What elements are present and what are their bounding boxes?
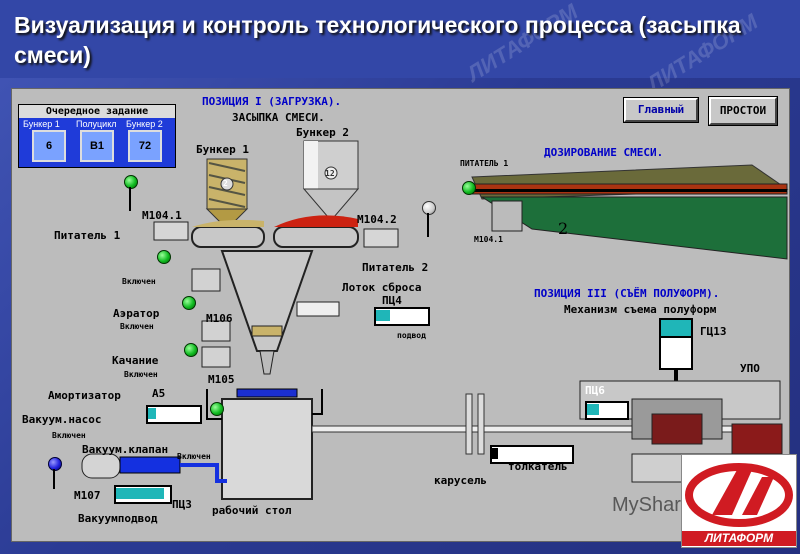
label-bunker-2: Бункер 2 — [296, 126, 349, 139]
main-button[interactable]: Главный — [624, 98, 698, 122]
section-position-3-sub: Механизм съема полуформ — [564, 303, 717, 316]
slide-title: Визуализация и контроль технологического… — [14, 12, 741, 68]
cylinder-pc6 — [585, 401, 629, 420]
queue-header: Бункер 2 — [126, 119, 163, 129]
cylinder-a5 — [146, 405, 202, 424]
section-dosing: ДОЗИРОВАНИЕ СМЕСИ. — [544, 146, 664, 159]
company-logo: ЛИТАФОРМ — [681, 454, 797, 548]
status-lamp-icon — [48, 457, 62, 471]
status-enabled: Включен — [122, 277, 156, 286]
label-m105: М105 — [208, 373, 235, 386]
label-feeder-2: Питатель 2 — [362, 261, 429, 274]
cylinder-pc3 — [114, 485, 172, 504]
status-lamp-icon — [182, 296, 196, 310]
cylinder-pusher — [490, 445, 574, 464]
section-position-1-sub: ЗАСЫПКА СМЕСИ. — [232, 111, 325, 124]
label-a5: А5 — [152, 387, 166, 400]
label-m104-2: М104.2 — [357, 213, 397, 226]
status-lamp-icon — [422, 201, 436, 215]
status-enabled: Включен — [177, 452, 211, 461]
queue-value-bunker-1[interactable]: 6 — [32, 130, 66, 162]
label-vacuum-feed: Вакуумподвод — [78, 512, 158, 525]
idle-button[interactable]: ПРОСТОИ — [709, 97, 777, 125]
label-aerator: Аэратор — [113, 307, 160, 320]
lamp-stem — [427, 213, 429, 237]
label-pc3: ПЦ3 — [172, 498, 192, 511]
label-pc6: ПЦ6 — [585, 384, 605, 397]
status-lamp-icon — [210, 402, 224, 416]
status-lamp-icon — [462, 181, 476, 195]
label-m107: М107 — [74, 489, 101, 502]
bunker-1-icon — [205, 158, 249, 225]
logo-mark-icon — [685, 463, 793, 527]
logo-text: ЛИТАФОРМ — [682, 531, 796, 546]
section-position-3: ПОЗИЦИЯ III (СЪЁМ ПОЛУФОРМ). — [534, 287, 720, 300]
label-vacuum-pump: Вакуум.насос — [22, 413, 102, 426]
next-task-title: Очередное задание — [19, 105, 175, 118]
label-vacuum-valve: Вакуум.клапан — [82, 443, 169, 456]
label-carousel: карусель — [434, 474, 487, 487]
label-work-table: рабочий стол — [212, 504, 292, 517]
queue-header: Бункер 1 — [23, 119, 60, 129]
label-absorber: Амортизатор — [48, 389, 121, 402]
brand-watermark: MyShared — [612, 494, 704, 516]
cylinder-pc4 — [374, 307, 430, 326]
status-enabled: Включен — [52, 431, 86, 440]
section-position-1: ПОЗИЦИЯ I (ЗАГРУЗКА). — [202, 95, 342, 108]
queue-header: Полуцикл — [76, 119, 117, 129]
status-lamp-icon — [157, 250, 171, 264]
lamp-stem — [129, 187, 131, 211]
title-band — [0, 0, 800, 78]
label-upo: УПО — [740, 362, 760, 375]
label-m104-1-small: М104.1 — [474, 235, 503, 244]
label-gc13: ГЦ13 — [700, 325, 727, 338]
label-swing: Качание — [112, 354, 159, 367]
label-m106: М106 — [206, 312, 233, 325]
status-enabled: Включен — [120, 322, 154, 331]
label-feed: подвод — [397, 331, 426, 340]
bunker-1-value: 2 — [223, 179, 228, 188]
bunker-2-icon — [302, 140, 360, 218]
queue-value-bunker-2[interactable]: 72 — [128, 130, 162, 162]
queue-value-halfcycle[interactable]: В1 — [80, 130, 114, 162]
label-m104-1: М104.1 — [142, 209, 182, 222]
status-lamp-icon — [184, 343, 198, 357]
label-feeder-1: Питатель 1 — [54, 229, 121, 242]
label-feeder-top: ПИТАТЕЛЬ 1 — [460, 159, 509, 168]
label-pc4: ПЦ4 — [382, 294, 402, 307]
label-number-2: 2 — [558, 219, 569, 238]
bunker-2-value: 12 — [325, 169, 335, 178]
status-enabled: Включен — [124, 370, 158, 379]
label-chute: Лоток сброса — [342, 281, 422, 294]
label-bunker-1: Бункер 1 — [196, 143, 249, 156]
lamp-stem — [53, 469, 55, 489]
status-lamp-icon — [124, 175, 138, 189]
